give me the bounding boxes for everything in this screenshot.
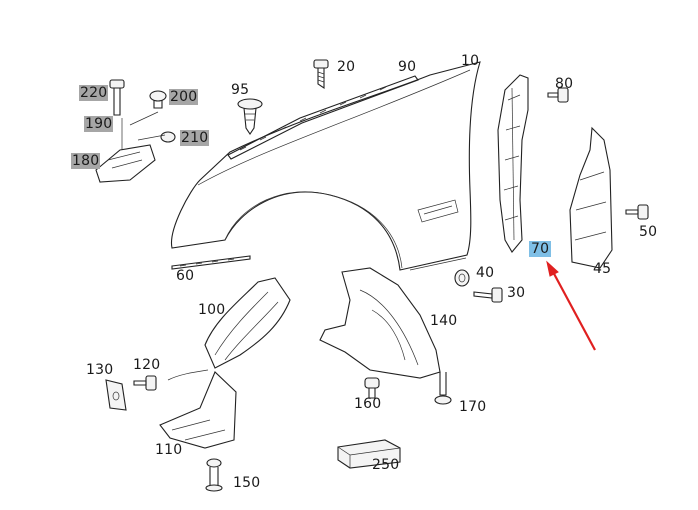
label-70: 70 [529,241,552,257]
screw-170-part [434,372,452,405]
label-100: 100 [198,302,226,318]
label-50: 50 [639,224,658,240]
label-60: 60 [176,268,195,284]
label-95: 95 [231,82,250,98]
label-30: 30 [507,285,526,301]
panel-45-part [569,126,613,269]
label-210: 210 [180,130,210,146]
clip-130-part [105,379,127,411]
label-150: 150 [233,475,261,491]
clip-95-part [237,98,263,135]
screw-150-part [205,458,223,492]
shield-110-part [159,371,237,449]
liner-140-part [319,267,441,379]
bolt-30-part [473,287,503,303]
label-140: 140 [430,313,458,329]
bracket-70-part [497,74,529,253]
label-170: 170 [459,399,487,415]
label-200: 200 [169,89,199,105]
label-80: 80 [555,76,574,92]
label-250: 250 [372,457,400,473]
wire-part [167,369,209,381]
label-90: 90 [398,59,417,75]
trim-strip-part [227,75,419,160]
label-110: 110 [155,442,183,458]
bolt-20-part [313,59,329,90]
label-180: 180 [71,153,101,169]
label-10: 10 [461,53,480,69]
bracket-assembly-part [95,79,176,183]
label-40: 40 [476,265,495,281]
label-120: 120 [133,357,161,373]
screw-160-part [364,377,380,399]
label-220: 220 [79,85,109,101]
label-190: 190 [84,116,114,132]
bolt-50-part [625,204,649,220]
strip-60-part [171,255,251,270]
liner-100-part [204,277,291,369]
nut-40-part [454,269,470,287]
label-20: 20 [337,59,356,75]
label-160: 160 [354,396,382,412]
block-250-part [337,439,401,469]
label-45: 45 [593,261,612,277]
screw-120-part [133,375,157,391]
callout-arrow [546,260,596,351]
label-130: 130 [86,362,114,378]
bolt-80-part [547,87,569,103]
fender-part [171,61,481,271]
